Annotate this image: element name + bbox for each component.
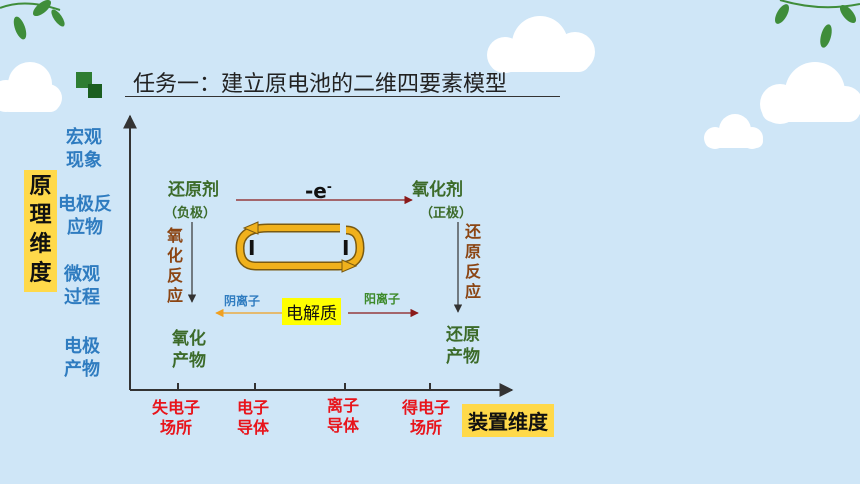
cloud-left — [0, 62, 62, 112]
page-title: 任务一：建立原电池的二维四要素模型 — [133, 72, 508, 97]
column-label-electron-gain-site: 得电子 场所 — [402, 398, 451, 437]
y-dimension-label: 原理维度 — [24, 170, 57, 292]
negative-electrode-label: （负极） — [164, 206, 217, 221]
current-label-right: I — [342, 236, 350, 260]
cloud-right-top — [487, 16, 595, 73]
row-label-electrode-reactant: 电极反 应物 — [58, 194, 112, 238]
current-label-left: I — [248, 236, 256, 260]
positive-electrode-label: （正极） — [420, 206, 473, 221]
electrolyte-label: 电解质 — [282, 298, 341, 325]
cloud-right-low — [704, 114, 763, 149]
reduction-product-label: 还原 产物 — [446, 325, 480, 367]
column-label-ion-conductor: 离子 导体 — [327, 396, 360, 435]
oxidation-reaction-label: 氧化反应 — [166, 226, 183, 305]
row-label-electrode-product: 电极 产物 — [64, 336, 100, 380]
current-loop — [235, 221, 365, 273]
oxidation-product-label: 氧化 产物 — [172, 329, 206, 371]
row-label-macro-phenomenon: 宏观 现象 — [66, 127, 102, 171]
reduction-reaction-label: 还原反应 — [464, 222, 481, 301]
cloud-right-mid — [760, 62, 860, 124]
reductant-label: 还原剂 — [168, 180, 219, 200]
leaves-top-left — [0, 0, 65, 40]
column-label-electron-loss-site: 失电子 场所 — [152, 398, 201, 437]
anion-label: 阴离子 — [224, 294, 261, 308]
column-label-electron-conductor: 电子 导体 — [237, 398, 270, 437]
leaves-top-right — [775, 0, 860, 48]
x-dimension-label: 装置维度 — [462, 404, 554, 437]
electron-symbol: -e- — [305, 179, 332, 203]
title-underline — [125, 96, 560, 97]
oxidant-label: 氧化剂 — [412, 180, 463, 200]
title-bullet-square-dark — [88, 84, 102, 98]
row-label-micro-process: 微观 过程 — [64, 264, 100, 308]
cation-label: 阳离子 — [364, 292, 401, 306]
